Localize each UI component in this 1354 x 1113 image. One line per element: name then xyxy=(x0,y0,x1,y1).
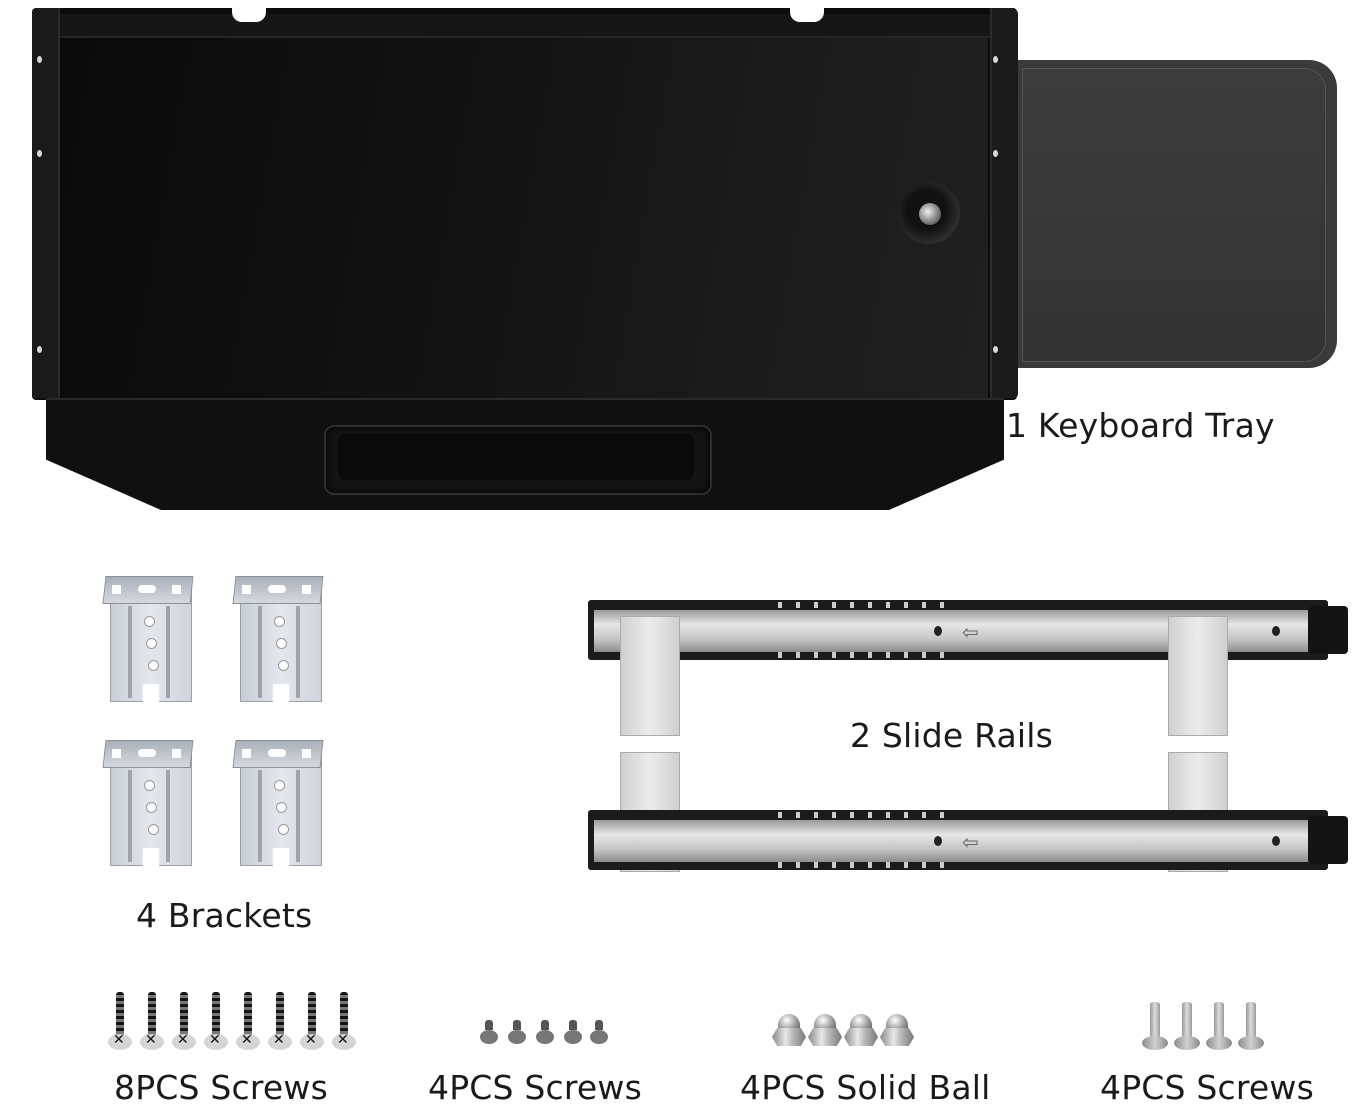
pull-handle-recess xyxy=(338,434,694,480)
screw-icon xyxy=(268,992,292,1054)
bracket xyxy=(232,740,324,866)
bracket-slot xyxy=(138,749,156,757)
bracket-hole xyxy=(302,749,311,758)
screw-icon xyxy=(140,992,164,1054)
mount-hole xyxy=(37,150,42,157)
lock-knob-center xyxy=(919,203,941,225)
screw-icon xyxy=(332,992,356,1054)
screw-icon xyxy=(300,992,324,1054)
acorn-nut-icon xyxy=(880,1014,914,1048)
bracket-rib xyxy=(166,606,170,698)
bracket-hole xyxy=(172,749,181,758)
bracket-hole xyxy=(146,638,157,649)
bracket-hole xyxy=(146,802,157,813)
bracket xyxy=(102,576,194,702)
bracket-rib xyxy=(296,606,300,698)
rail-hole xyxy=(934,626,942,636)
screw-icon xyxy=(236,992,260,1054)
bracket-hole xyxy=(276,638,287,649)
tray-back-lip xyxy=(58,14,990,38)
bracket-slot xyxy=(138,585,156,593)
arrow-left-icon: ⇦ xyxy=(962,620,979,644)
bracket-hole xyxy=(278,824,289,835)
bracket-rib xyxy=(166,770,170,862)
acorn-nut-icon xyxy=(808,1014,842,1048)
bolt-icon xyxy=(1238,1002,1264,1052)
bracket-hole xyxy=(172,585,181,594)
screw-icon xyxy=(108,992,132,1054)
bracket-rib xyxy=(128,606,132,698)
bracket-hole xyxy=(148,824,159,835)
bracket-plate xyxy=(110,754,192,866)
rail-bearings xyxy=(778,862,958,868)
bracket xyxy=(232,576,324,702)
arrow-left-icon: ⇦ xyxy=(962,830,979,854)
bolt-icon xyxy=(1142,1002,1168,1052)
tray-side-left xyxy=(32,8,60,398)
rail-body xyxy=(594,820,1314,862)
cable-notch-right xyxy=(790,8,824,22)
mouse-pad-surface xyxy=(1022,68,1326,362)
bracket-hole xyxy=(302,585,311,594)
rail-end-stop xyxy=(1308,816,1348,864)
rail-bearings xyxy=(778,602,958,608)
acorn-nut-icon xyxy=(772,1014,806,1048)
rail-bracket xyxy=(1168,616,1228,736)
bracket-rib xyxy=(258,606,262,698)
small-screw-icon xyxy=(508,1020,526,1048)
bracket xyxy=(102,740,194,866)
rail-hole xyxy=(1272,836,1280,846)
bolt-icon xyxy=(1206,1002,1232,1052)
mount-hole xyxy=(37,56,42,63)
screws-8-label: 8PCS Screws xyxy=(114,1068,328,1107)
bracket-hole xyxy=(144,780,155,791)
bracket-hole xyxy=(148,660,159,671)
mount-hole xyxy=(993,56,998,63)
rail-hole xyxy=(1272,626,1280,636)
screws-small-label: 4PCS Screws xyxy=(428,1068,642,1107)
cable-notch-left xyxy=(232,8,266,22)
rail-bearings xyxy=(778,652,958,658)
solid-ball-label: 4PCS Solid Ball xyxy=(740,1068,991,1107)
rail-bracket xyxy=(620,616,680,736)
bracket-hole xyxy=(276,802,287,813)
brackets-label: 4 Brackets xyxy=(136,896,313,935)
mount-hole xyxy=(37,346,42,353)
tray-surface xyxy=(60,38,988,398)
bracket-hole xyxy=(242,749,251,758)
slide-rails-label: 2 Slide Rails xyxy=(850,716,1054,755)
screw-icon xyxy=(204,992,228,1054)
acorn-nut-icon xyxy=(844,1014,878,1048)
slide-rail-top: ⇦ xyxy=(588,600,1348,660)
bracket-rib xyxy=(296,770,300,862)
mount-hole xyxy=(993,346,998,353)
bracket-hole xyxy=(144,616,155,627)
small-screw-icon xyxy=(564,1020,582,1048)
bracket-rib xyxy=(128,770,132,862)
bolts-label: 4PCS Screws xyxy=(1100,1068,1314,1107)
rail-bearings xyxy=(778,812,958,818)
small-screw-icon xyxy=(536,1020,554,1048)
slide-rail-bottom: ⇦ xyxy=(588,810,1348,870)
bracket-hole xyxy=(274,616,285,627)
bracket-rib xyxy=(258,770,262,862)
small-screw-icon xyxy=(480,1020,498,1048)
rail-hole xyxy=(934,836,942,846)
keyboard-tray-label: 1 Keyboard Tray xyxy=(1006,406,1275,445)
screw-icon xyxy=(172,992,196,1054)
bracket-hole xyxy=(278,660,289,671)
bracket-hole xyxy=(112,585,121,594)
bracket-slot xyxy=(268,749,286,757)
bracket-hole xyxy=(242,585,251,594)
tray-side-right xyxy=(990,8,1018,398)
mount-hole xyxy=(993,150,998,157)
bolt-icon xyxy=(1174,1002,1200,1052)
small-screw-icon xyxy=(590,1020,608,1048)
rail-end-stop xyxy=(1308,606,1348,654)
bracket-slot xyxy=(268,585,286,593)
bracket-hole xyxy=(274,780,285,791)
bracket-hole xyxy=(112,749,121,758)
